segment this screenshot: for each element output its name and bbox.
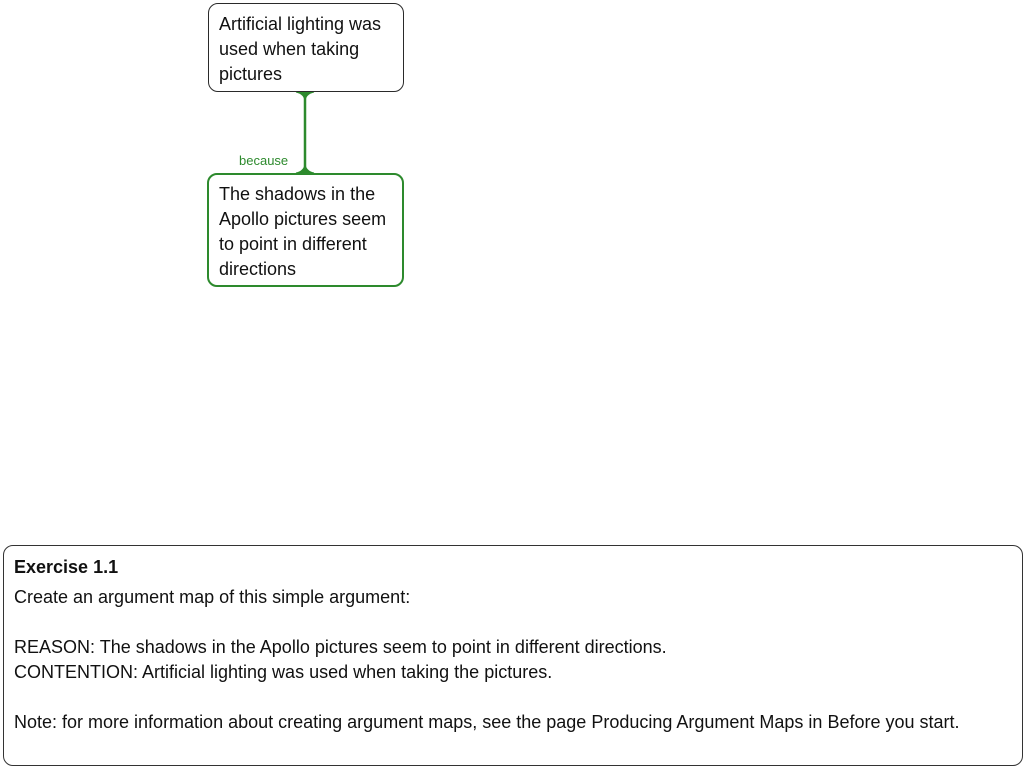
because-label: because	[239, 153, 289, 168]
exercise-contention-line: CONTENTION: Artificial lighting was used…	[14, 662, 553, 682]
exercise-panel: Exercise 1.1 Create an argument map of t…	[3, 545, 1023, 766]
exercise-instruction: Create an argument map of this simple ar…	[14, 587, 411, 607]
contention-node[interactable]: Artificial lighting was used when taking…	[208, 3, 404, 92]
exercise-title: Exercise 1.1	[14, 557, 119, 577]
exercise-reason-line: REASON: The shadows in the Apollo pictur…	[14, 637, 667, 657]
exercise-spacer-2	[14, 685, 1012, 710]
exercise-note: Note: for more information about creatin…	[14, 712, 960, 732]
exercise-spacer	[14, 610, 1012, 635]
reason-link-line	[295, 91, 315, 174]
reason-node[interactable]: The shadows in the Apollo pictures seem …	[207, 173, 404, 287]
